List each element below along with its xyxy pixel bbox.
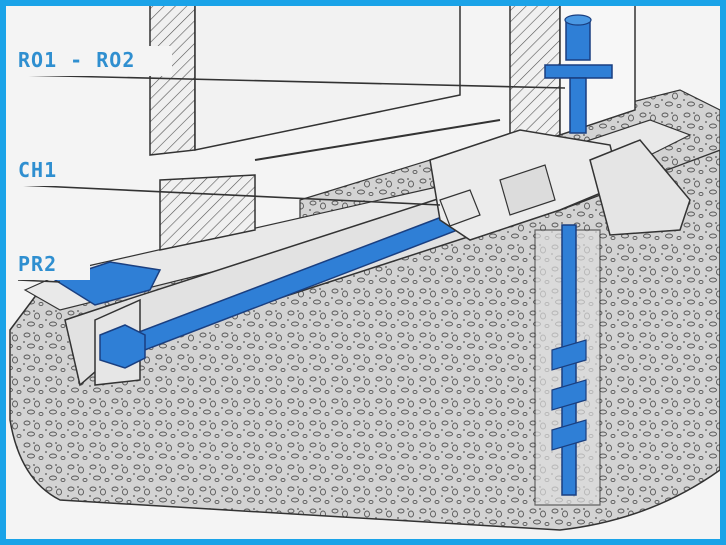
- washer: [544, 64, 613, 79]
- rod-coupling: [439, 189, 481, 227]
- anchor-twist-2: [551, 379, 587, 411]
- anchor-twist-3: [551, 419, 587, 451]
- wall-lower: [159, 174, 256, 251]
- wall-left: [149, 4, 196, 156]
- label-bg-pr: [10, 250, 90, 280]
- anchor-twist-1: [551, 339, 587, 371]
- top-nut: [565, 19, 591, 61]
- top-nut-cap: [564, 14, 592, 26]
- leader-ro: [17, 74, 566, 89]
- leader-ch: [17, 184, 441, 206]
- wall-edge: [254, 119, 501, 161]
- label-bg-ch: [10, 156, 90, 186]
- callout-ch1: CH1: [18, 158, 58, 182]
- callout-ro1-ro2: RO1 - RO2: [18, 48, 136, 72]
- rod-nut: [99, 324, 146, 369]
- label-bg-ro: [10, 46, 172, 76]
- callout-pr2: PR2: [18, 252, 58, 276]
- bracket-block: [499, 164, 556, 216]
- leader-pr: [17, 279, 61, 283]
- support-foot: [589, 139, 691, 236]
- vertical-bolt: [569, 77, 587, 134]
